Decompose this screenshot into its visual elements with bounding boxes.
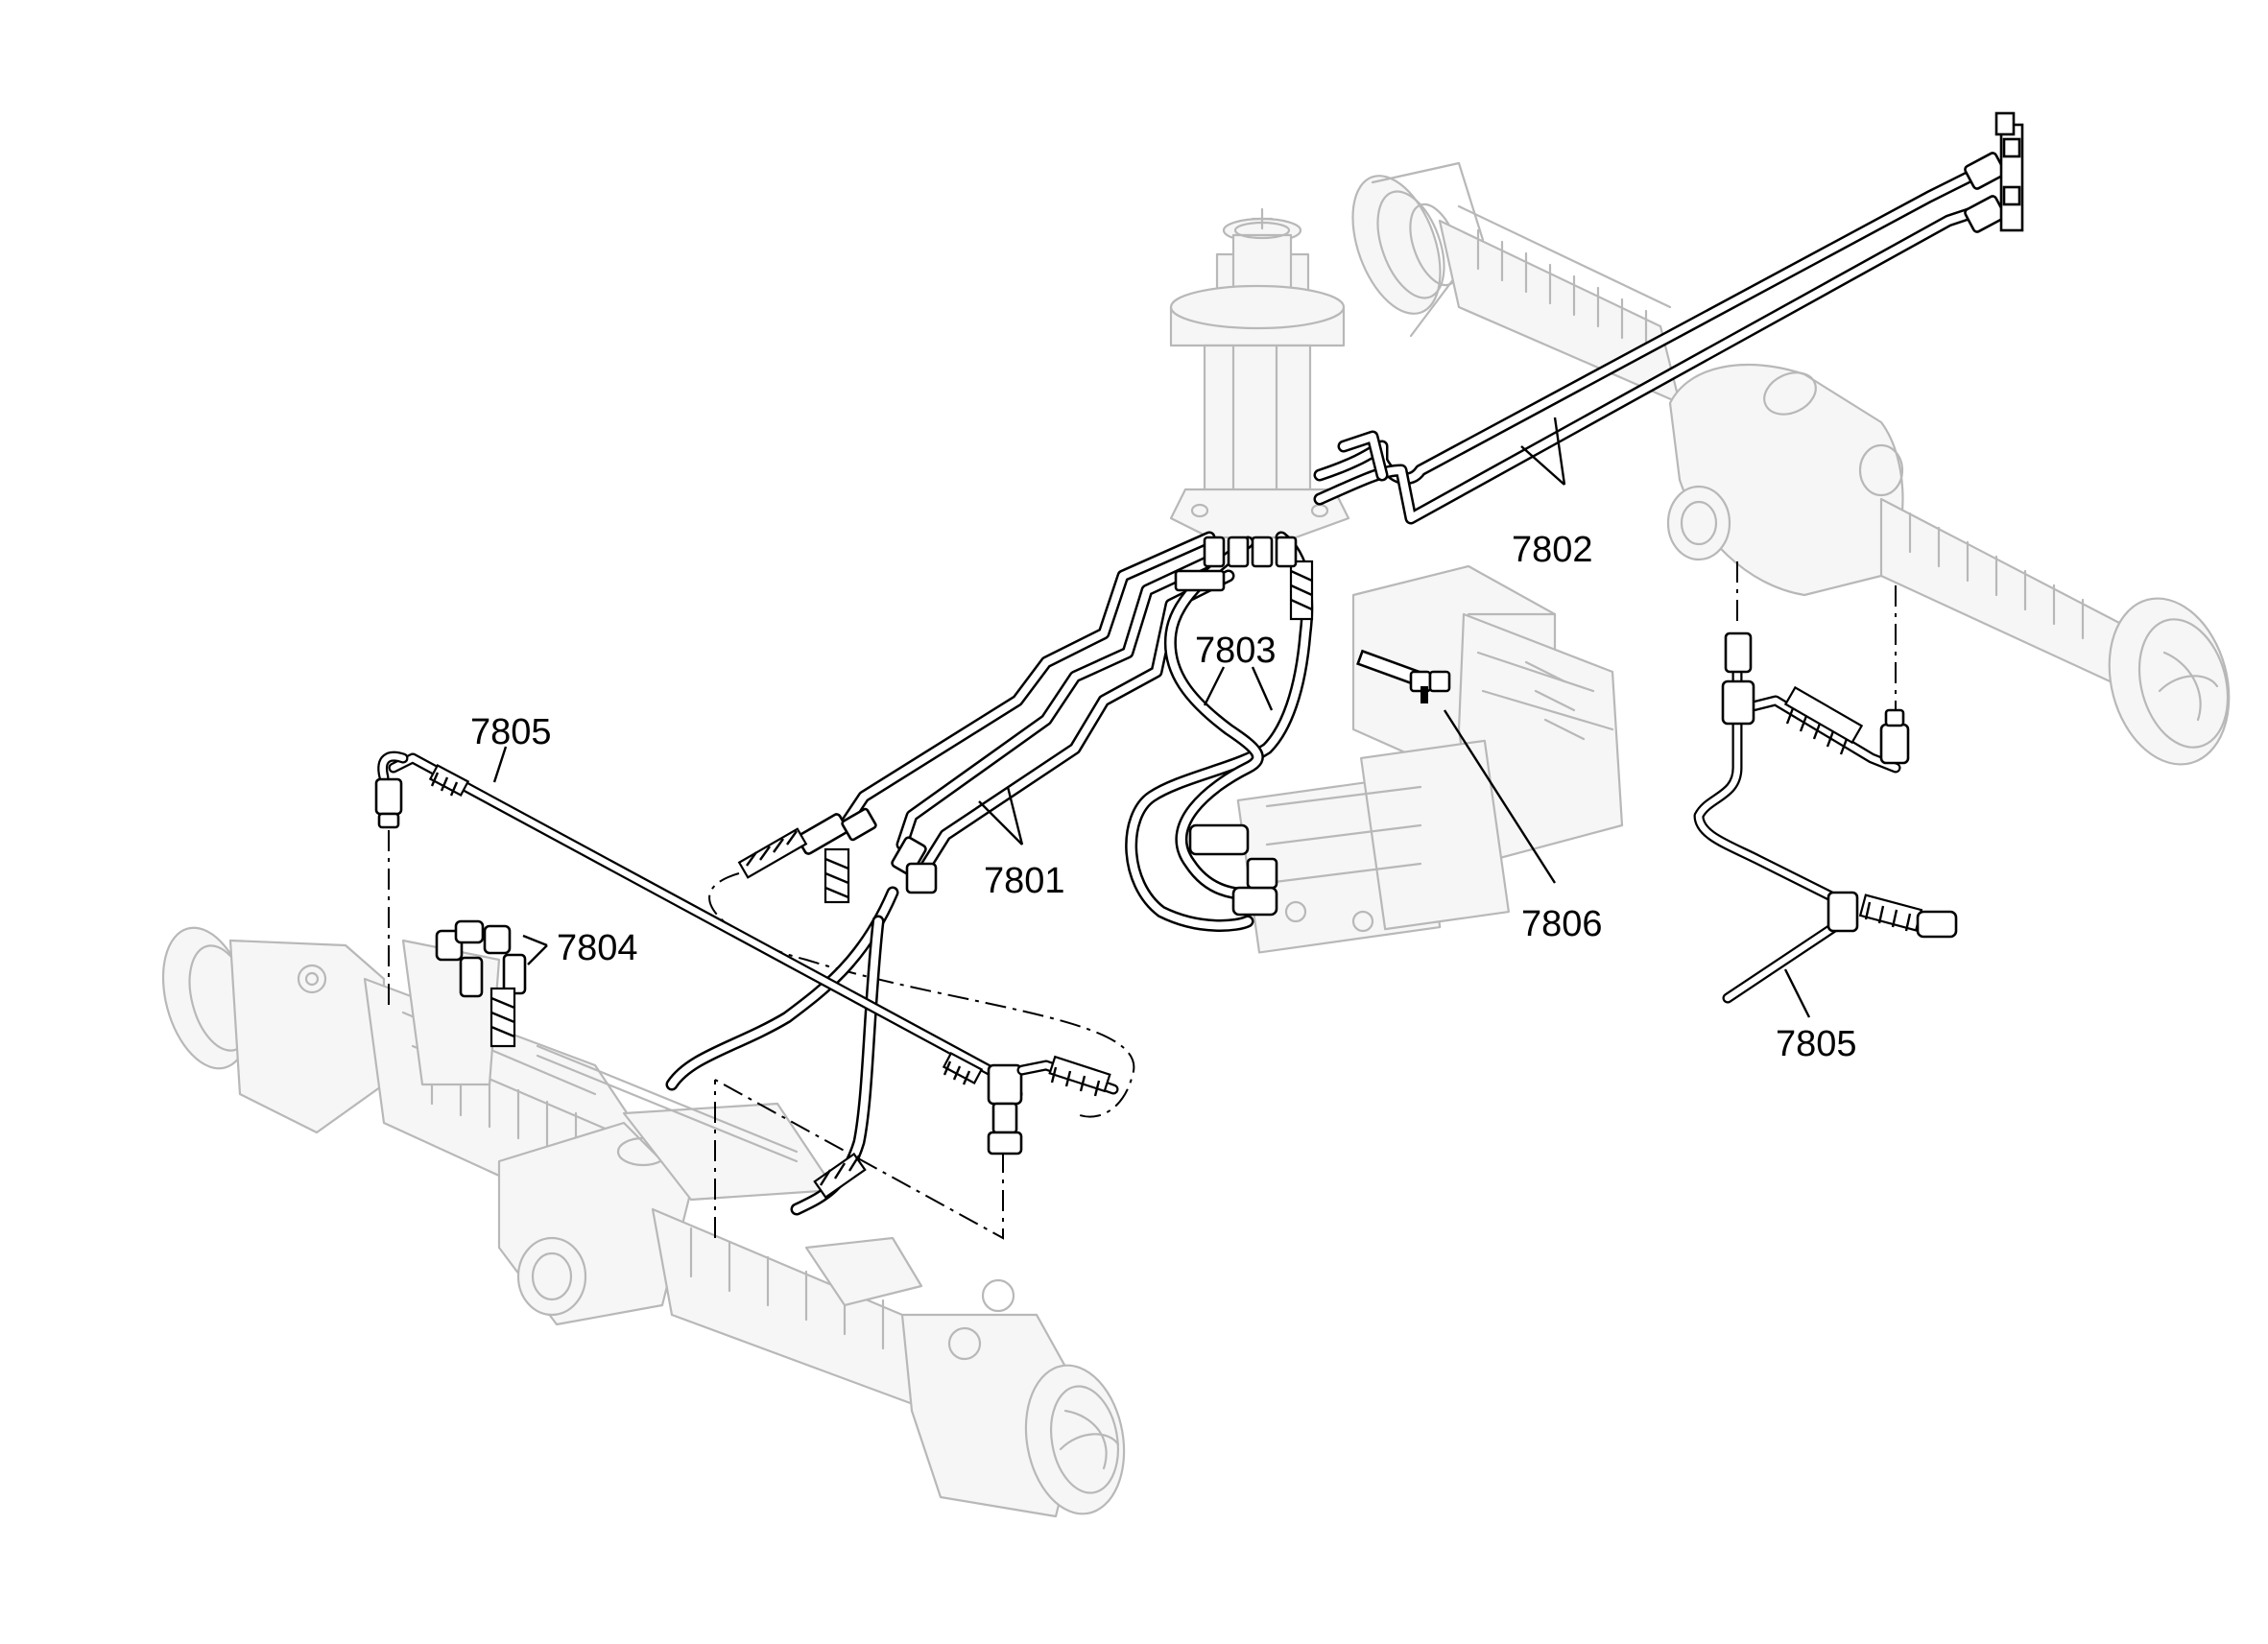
steering-column <box>1169 207 1350 539</box>
tube-7801 <box>665 531 1235 1216</box>
front-axle <box>161 926 1126 1518</box>
hydraulic-pump <box>1236 564 1624 954</box>
assembly-reference-lines <box>388 561 1897 1240</box>
callout-7804: 7804 <box>557 928 638 968</box>
callout-7805-right: 7805 <box>1776 1024 1857 1064</box>
column-manifold-fittings <box>1174 536 1298 592</box>
tube-7802 <box>1313 111 2024 525</box>
callout-7805-left: 7805 <box>470 712 552 752</box>
tube-7805-left <box>374 751 1119 1156</box>
callout-7806: 7806 <box>1521 904 1603 944</box>
fittings-7806 <box>1356 649 1451 703</box>
callout-7802: 7802 <box>1512 530 1593 570</box>
rear-axle <box>1351 161 2231 766</box>
callout-leaders <box>492 417 1811 1018</box>
fittings-7804 <box>435 919 527 1048</box>
tube-7803 <box>1125 531 1314 932</box>
callout-7803: 7803 <box>1195 631 1277 671</box>
callout-7801: 7801 <box>984 861 1065 901</box>
tube-7805-right <box>1693 631 1958 1004</box>
